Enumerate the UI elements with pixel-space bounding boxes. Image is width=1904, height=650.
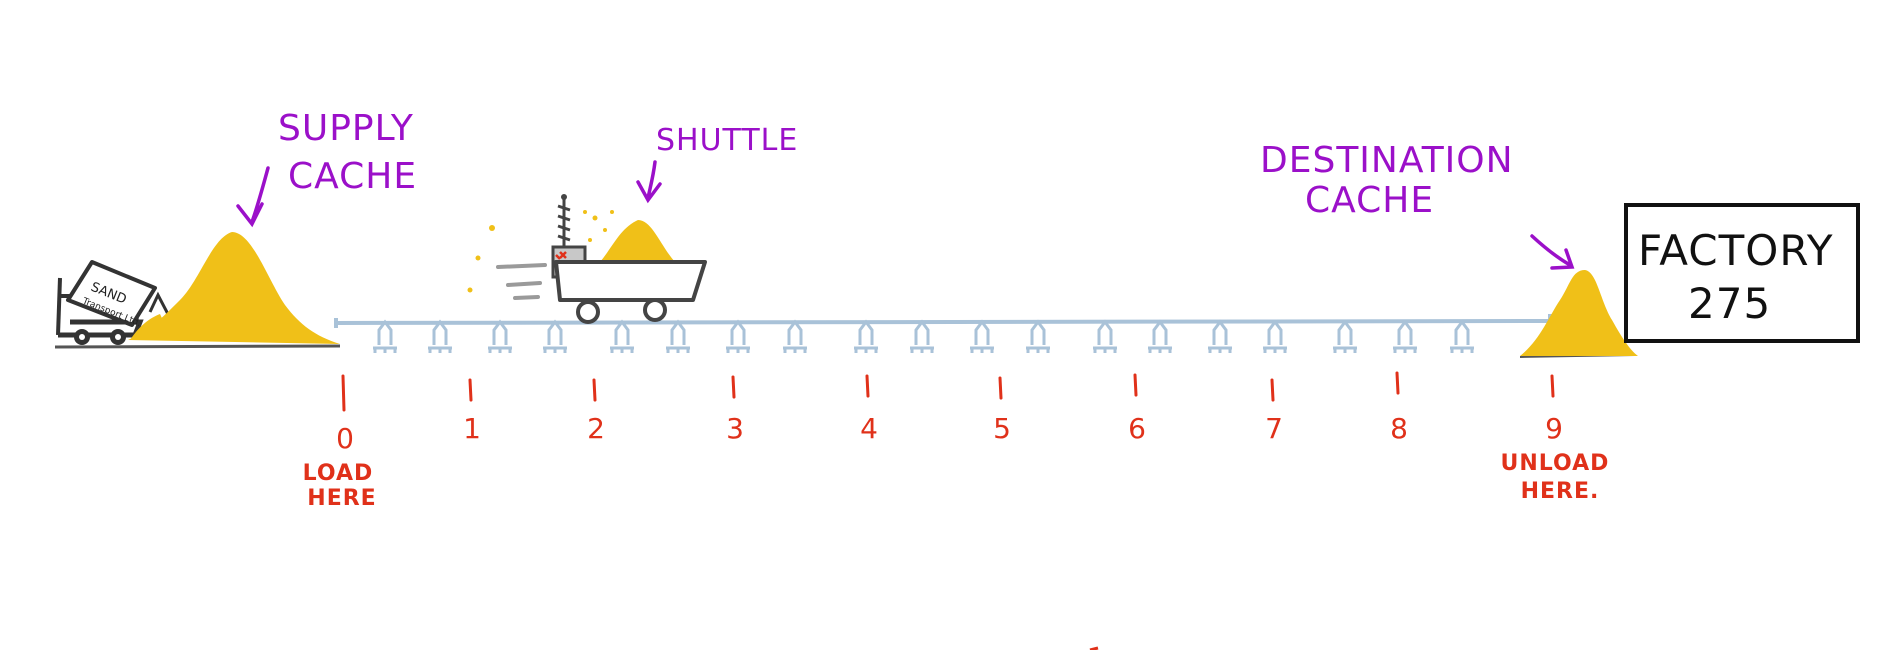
position-label-7: 7: [1265, 412, 1283, 445]
supply-area: SAND Transport Ltd. SUPPLY CACHE: [54, 108, 417, 349]
rail-support-icon: [910, 319, 934, 353]
rail-support-icon: [488, 319, 512, 353]
shuttle-label: SHUTTLE: [656, 123, 798, 158]
position-label-9: 9: [1545, 412, 1563, 445]
shuttle-wheel-left: [576, 300, 600, 324]
shuttle-wheel-right: [643, 298, 667, 322]
rail-support-icon: [854, 319, 878, 353]
position-label-2: 2: [587, 412, 605, 445]
position-label-1: 1: [463, 412, 481, 445]
rail-line: [334, 314, 1552, 328]
rail-support-icon: [1026, 319, 1050, 353]
unload-note-line1: UNLOAD: [1501, 451, 1610, 476]
position-tick: [341, 374, 346, 412]
factory-label-line2: 275: [1688, 279, 1771, 328]
rail-support-icon: [666, 319, 690, 353]
position-tick: [592, 378, 597, 402]
rail-support-icon: [610, 319, 634, 353]
position-tick: [1270, 378, 1275, 402]
position-label-5: 5: [993, 412, 1011, 445]
destination-cache-label-line2: CACHE: [1305, 180, 1434, 221]
rail-supports: [373, 319, 1474, 353]
rail-support-icon: [783, 319, 807, 353]
rail-support-icon: [1450, 319, 1474, 353]
position-markers: 0 1 2 3 4 5 6 7 8 9: [336, 371, 1563, 455]
position-label-6: 6: [1128, 412, 1146, 445]
unload-note-line2: HERE.: [1521, 479, 1600, 504]
rail-support-icon: [1208, 319, 1232, 353]
shuttle-sand-load-icon: [600, 220, 675, 262]
supply-arrow: [236, 166, 270, 228]
destination-arrow: [1530, 234, 1575, 270]
shuttle-arrow: [636, 160, 662, 204]
position-label-8: 8: [1390, 412, 1408, 445]
position-tick: [1550, 374, 1555, 398]
factory-box: [1624, 203, 1860, 343]
warning-light-icon: [555, 251, 567, 260]
load-note-line2: HERE: [307, 486, 376, 511]
position-tick: [1133, 373, 1138, 397]
supply-cache-label-line2: CACHE: [288, 156, 417, 197]
rail-support-icon: [1263, 319, 1287, 353]
shuttle: SHUTTLE: [467, 123, 798, 324]
supply-cache-label-line1: SUPPLY: [278, 108, 414, 149]
factory-label-line1: FACTORY: [1638, 226, 1834, 275]
rail-support-icon: [970, 319, 994, 353]
position-tick: [865, 374, 870, 398]
position-tick: [1395, 371, 1400, 395]
shuttle-cart-icon: [554, 260, 707, 302]
supply-sand-pile-icon: [128, 232, 340, 344]
load-note-line1: LOAD: [303, 461, 374, 486]
track: [334, 314, 1552, 353]
antenna-icon: [557, 198, 571, 246]
motion-lines: [496, 263, 547, 300]
sand-truck-icon: SAND Transport Ltd.: [56, 260, 172, 345]
ground-line-left: [54, 344, 341, 349]
rail-support-icon: [1393, 319, 1417, 353]
destination-cache-label-line1: DESTINATION: [1260, 140, 1514, 181]
rail-support-icon: [1093, 319, 1117, 353]
position-label-3: 3: [726, 412, 744, 445]
rail-support-icon: [373, 319, 397, 353]
rail-support-icon: [543, 319, 567, 353]
position-tick: [468, 378, 473, 402]
sand-speckles: [467, 210, 614, 293]
position-label-4: 4: [860, 412, 878, 445]
destination-area: DESTINATION CACHE FACTORY 275: [1260, 140, 1860, 358]
position-tick: [998, 376, 1003, 400]
rail-support-icon: [726, 319, 750, 353]
position-tick: [731, 375, 736, 399]
rail-support-icon: [1148, 319, 1172, 353]
position-label-0: 0: [336, 422, 354, 455]
destination-sand-pile-icon: [1520, 270, 1638, 356]
rail-support-icon: [428, 319, 452, 353]
rail-support-icon: [1333, 319, 1357, 353]
